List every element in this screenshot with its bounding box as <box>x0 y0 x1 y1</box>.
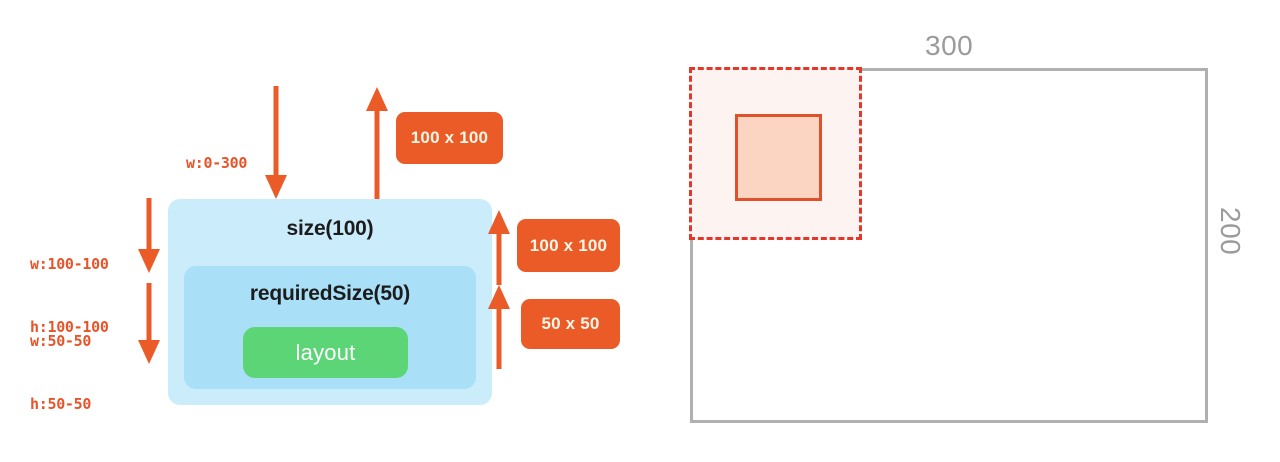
required-size-constraint-height: h:50-50 <box>30 395 92 413</box>
required-size-measure-arrow <box>487 284 511 369</box>
width-dimension-label: 300 <box>925 30 974 61</box>
height-dimension-label: 200 <box>1215 207 1246 256</box>
size-box[interactable]: size(100) requiredSize(50) layout <box>168 199 492 405</box>
incoming-constraint-arrow <box>264 86 288 200</box>
size-constraint-label: w:100-100 h:100-100 <box>30 212 109 380</box>
size-measure-badge[interactable]: 100 x 100 <box>517 219 620 272</box>
layout-button[interactable]: layout <box>243 327 408 378</box>
size-constraint-width: w:100-100 <box>30 255 109 273</box>
reported-size-arrow <box>365 86 389 200</box>
incoming-constraint-width: w:0-300 <box>186 154 248 172</box>
size-constraint-height: h:100-100 <box>30 318 109 336</box>
reported-size-badge[interactable]: 100 x 100 <box>396 112 503 164</box>
required-size-measure-badge[interactable]: 50 x 50 <box>521 299 620 349</box>
required-size-constraint-width: w:50-50 <box>30 332 92 350</box>
required-size-constraint-label: w:50-50 h:50-50 <box>30 289 91 457</box>
size-measure-arrow <box>487 209 511 285</box>
required-size-box[interactable]: requiredSize(50) layout <box>184 266 476 389</box>
size-100-dashed-rect <box>689 67 862 240</box>
required-size-50-rect <box>735 114 822 201</box>
size-measure-badge-text: 100 x 100 <box>529 235 608 255</box>
required-size-measure-badge-text: 50 x 50 <box>541 314 600 333</box>
size-box-title: size(100) <box>286 217 374 240</box>
reported-size-badge-text: 100 x 100 <box>410 128 489 147</box>
required-size-box-title: requiredSize(50) <box>249 282 411 305</box>
size-constraint-arrow <box>137 198 161 274</box>
required-size-constraint-arrow <box>137 283 161 365</box>
layout-button-label: layout <box>295 339 356 365</box>
